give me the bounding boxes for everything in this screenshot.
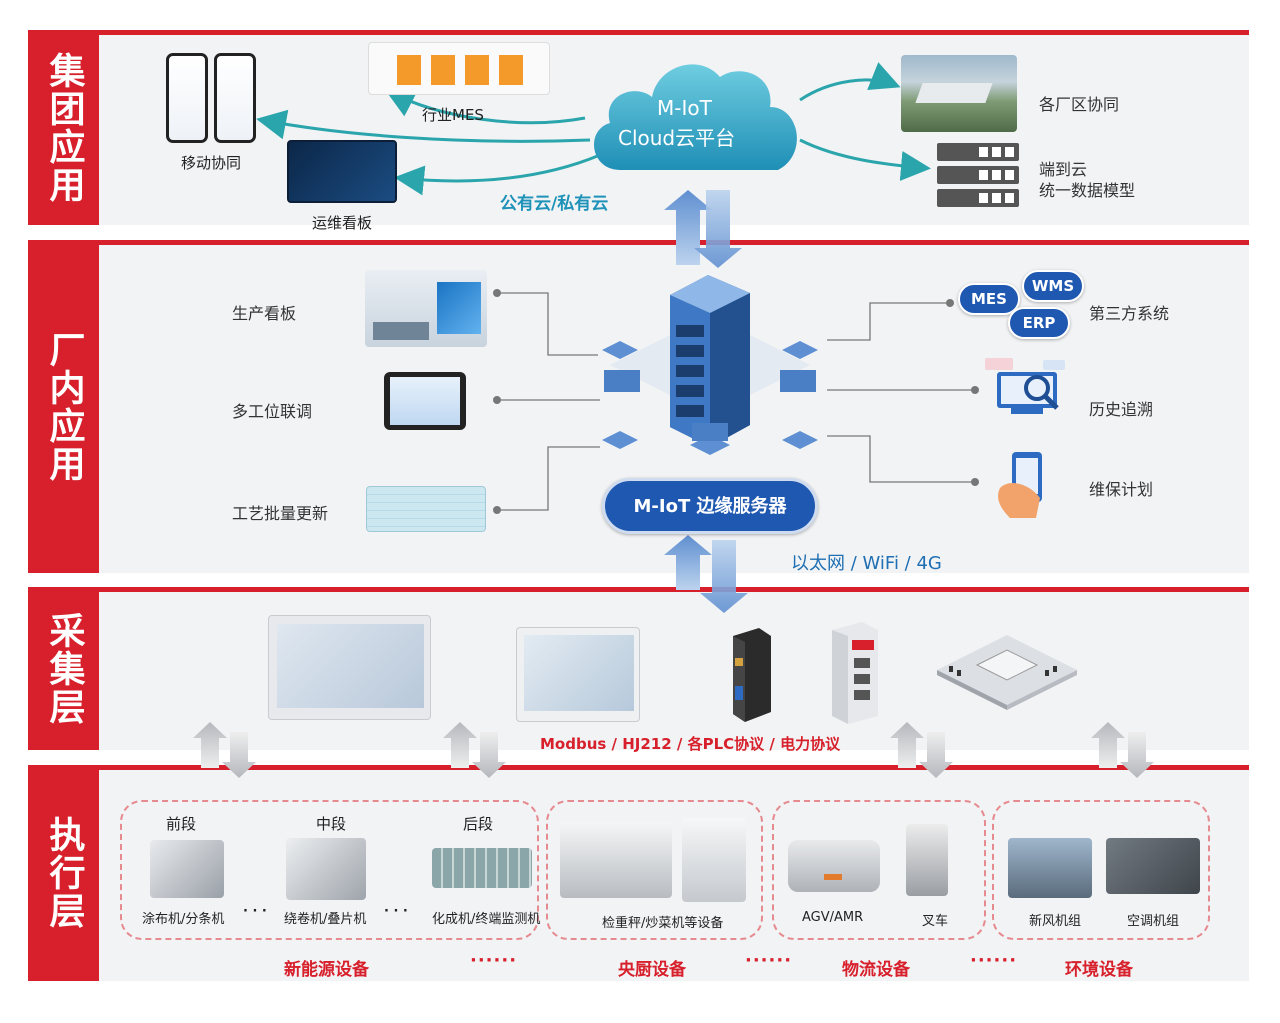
kitchen-machine: 检重秤/炒菜机等设备 (602, 916, 724, 931)
cloud-subtitle: Cloud云平台 (618, 126, 736, 150)
logistics-group-label: 物流设备 (842, 960, 910, 980)
multi-label: 多工位联调 (232, 402, 313, 421)
mobile-app-image-2 (214, 53, 256, 143)
board-label: 生产看板 (232, 304, 297, 323)
history-trace-icon (985, 358, 1065, 414)
mes-flow-image (368, 42, 550, 95)
fresh-air-label: 新风机组 (1029, 914, 1082, 929)
ac-unit-image (1106, 838, 1200, 894)
ev-mid-label: 中段 (316, 815, 347, 833)
mes-label: 行业MES (422, 106, 484, 124)
group-more-2: ······ (745, 950, 793, 971)
mobile-app-image (166, 53, 208, 143)
ev-front-label: 前段 (166, 815, 197, 833)
ac-label: 空调机组 (1127, 914, 1180, 929)
agv-image (788, 840, 880, 892)
ev-sep-2: · · · (384, 904, 408, 919)
logistics-group-box (772, 800, 986, 940)
maintenance-plan-icon (998, 452, 1042, 518)
mes-system-badge: MES (958, 283, 1020, 315)
fresh-air-unit-image (1008, 838, 1092, 898)
plants-image (901, 55, 1017, 132)
edge-server-icon (602, 275, 818, 455)
gateway-device-icon (733, 628, 771, 722)
cloud-type: 公有云/私有云 (500, 194, 609, 214)
edge-controller-icon (832, 622, 878, 724)
ev-sep-1: · · · (243, 904, 267, 919)
cloud-icon (593, 64, 797, 170)
erp-system-badge: ERP (1008, 307, 1070, 339)
ev-back-label: 后段 (463, 815, 494, 833)
edge-server-label: M-IoT 边缘服务器 (602, 478, 818, 534)
cloud-title: M-IoT (657, 96, 712, 120)
hmi-panel-small (516, 627, 640, 722)
batch-label: 工艺批量更新 (232, 504, 329, 523)
maintenance-label: 维保计划 (1089, 480, 1154, 499)
protocols-label: Modbus / HJ212 / 各PLC协议 / 电力协议 (540, 735, 841, 753)
kitchen-group-box (546, 800, 763, 940)
hmi-panel-large (268, 615, 431, 720)
mobile-label: 移动协同 (181, 154, 242, 172)
winder-machine-image (286, 838, 366, 900)
checkweigher-image (560, 822, 672, 898)
data-model-line1: 端到云 (1039, 160, 1088, 179)
batch-table-image (366, 486, 486, 532)
tablet-image (384, 372, 466, 430)
formation-machine-image (432, 848, 532, 888)
ops-label: 运维看板 (312, 214, 373, 232)
plants-label: 各厂区协同 (1039, 95, 1120, 114)
wms-system-badge: WMS (1022, 270, 1084, 302)
ev-front-machine: 涂布机/分条机 (142, 912, 225, 927)
board-image (365, 270, 487, 347)
data-model-line2: 统一数据模型 (1039, 181, 1136, 200)
group-more-1: ······ (470, 950, 518, 971)
io-module-icon (937, 635, 1077, 710)
env-group-label: 环境设备 (1065, 960, 1133, 980)
coater-machine-image (150, 840, 224, 898)
cooking-machine-image (682, 818, 746, 902)
ev-group-box (120, 800, 539, 940)
forklift-label: 叉车 (922, 914, 949, 929)
kitchen-group-label: 央厨设备 (618, 960, 686, 980)
tier-factory: 厂内应用 (28, 240, 99, 573)
env-group-box (992, 800, 1210, 940)
tier-execute: 执行层 (28, 765, 99, 981)
third-party-label: 第三方系统 (1089, 304, 1170, 323)
network-label: 以太网 / WiFi / 4G (791, 553, 942, 574)
tier-collect: 采集层 (28, 587, 99, 750)
ev-group-label: 新能源设备 (284, 960, 369, 980)
tier-group: 集团应用 (28, 30, 99, 225)
data-model-icon (937, 143, 1019, 207)
agv-label: AGV/AMR (802, 910, 864, 925)
history-label: 历史追溯 (1089, 400, 1154, 419)
forklift-image (906, 824, 948, 896)
ops-dashboard-image (287, 140, 397, 203)
ev-mid-machine: 绕卷机/叠片机 (284, 912, 367, 927)
ev-back-machine: 化成机/终端监测机 (432, 912, 541, 927)
group-more-3: ······ (970, 950, 1018, 971)
